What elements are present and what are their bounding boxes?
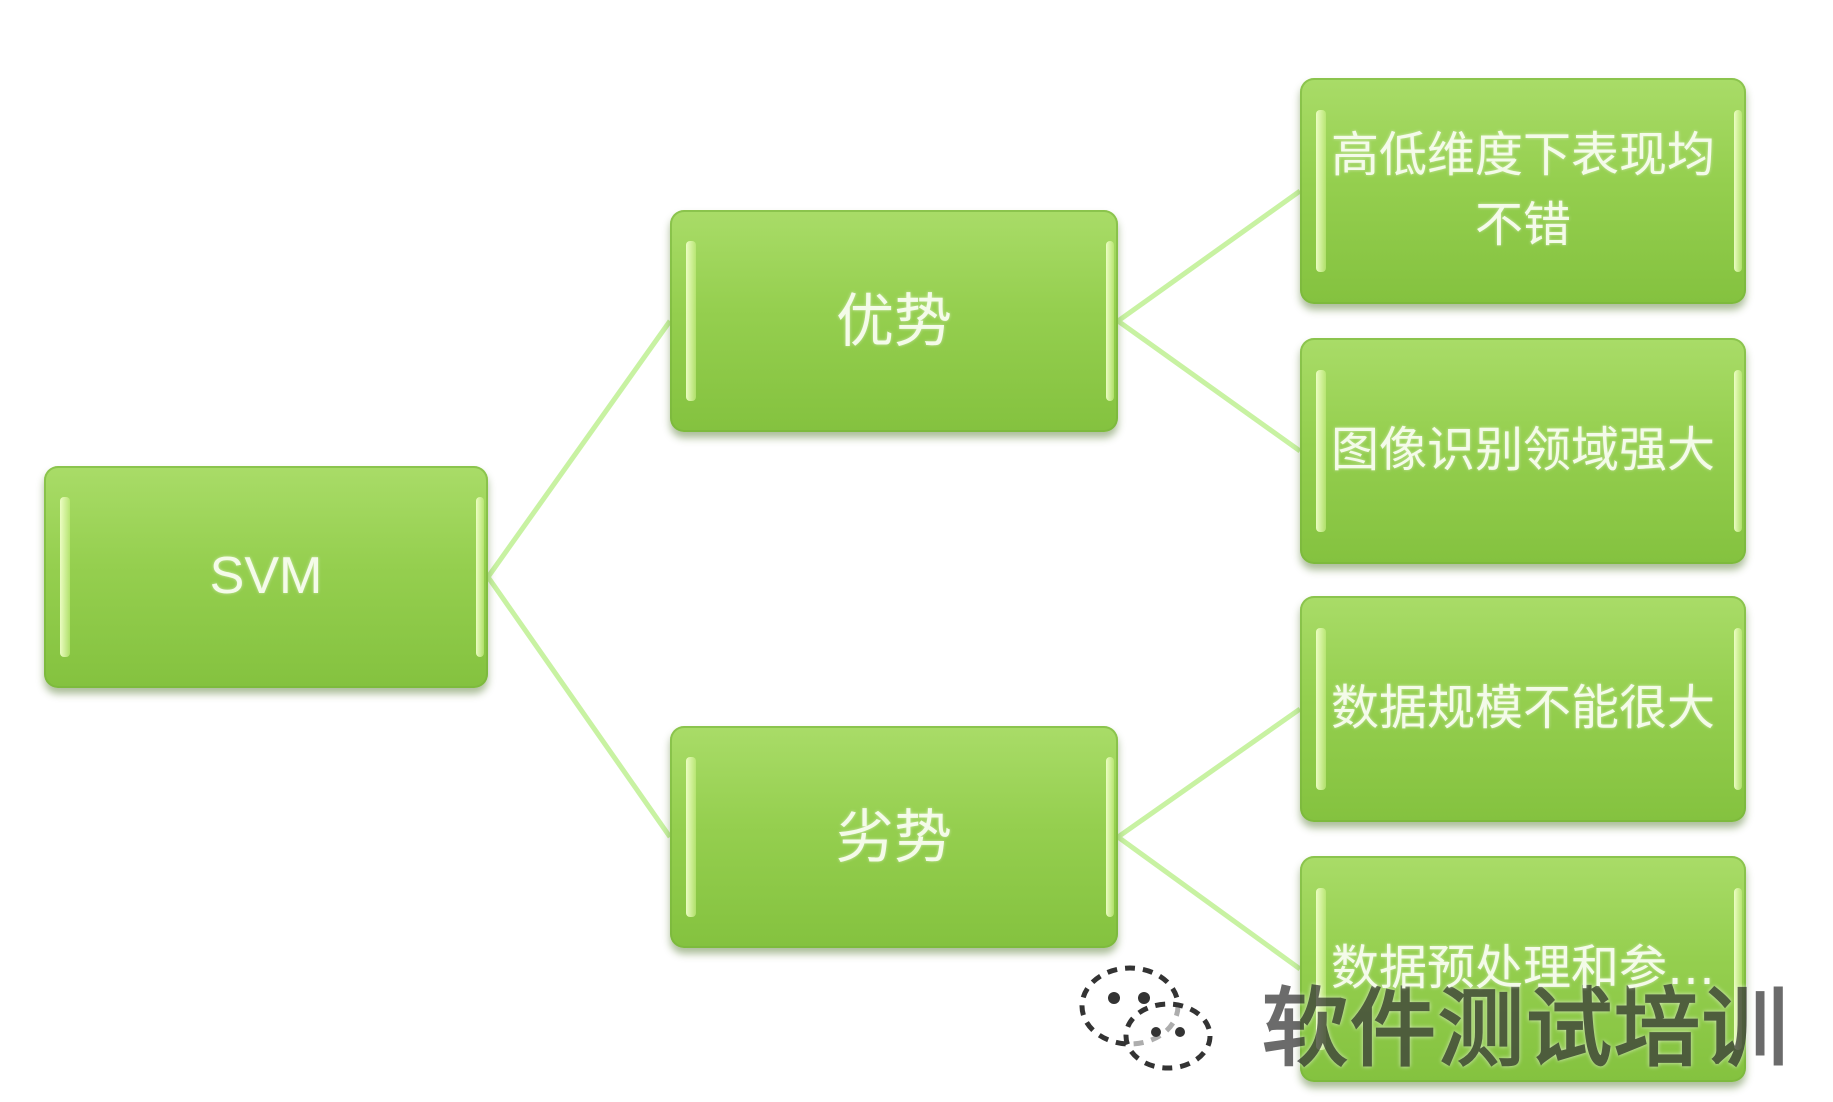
node-disadvantages: 劣势	[670, 726, 1118, 948]
node-leaf-label: 高低维度下表现均不错	[1330, 127, 1715, 253]
wechat-icon	[1072, 960, 1222, 1080]
node-leaf-label: 数据预处理和参…	[1330, 940, 1715, 997]
node-leaf-image-recognition: 图像识别领域强大	[1300, 338, 1746, 564]
node-leaf-high-low-dimension: 高低维度下表现均不错	[1300, 78, 1746, 304]
node-leaf-data-preprocessing: 数据预处理和参…	[1300, 856, 1746, 1082]
node-svm-root-label: SVM	[209, 547, 323, 606]
watermark: 软件测试培训	[1072, 960, 1790, 1080]
node-svm-root: SVM	[44, 466, 488, 688]
connector-root-to-disadvantages	[485, 575, 673, 839]
watermark-text: 软件测试培训	[1262, 978, 1790, 1079]
node-advantages-label: 优势	[835, 286, 952, 355]
node-advantages: 优势	[670, 210, 1118, 432]
connector-root-to-advantages	[485, 319, 673, 579]
connector-disadvantages-to-leaf-4	[1116, 834, 1302, 972]
node-disadvantages-label: 劣势	[835, 802, 952, 871]
node-leaf-label: 数据规模不能很大	[1330, 680, 1715, 737]
connector-advantages-to-leaf-2	[1116, 318, 1302, 454]
connector-advantages-to-leaf-1	[1116, 188, 1302, 324]
connector-disadvantages-to-leaf-3	[1116, 706, 1302, 840]
node-leaf-data-scale: 数据规模不能很大	[1300, 596, 1746, 822]
node-leaf-label: 图像识别领域强大	[1330, 422, 1715, 479]
